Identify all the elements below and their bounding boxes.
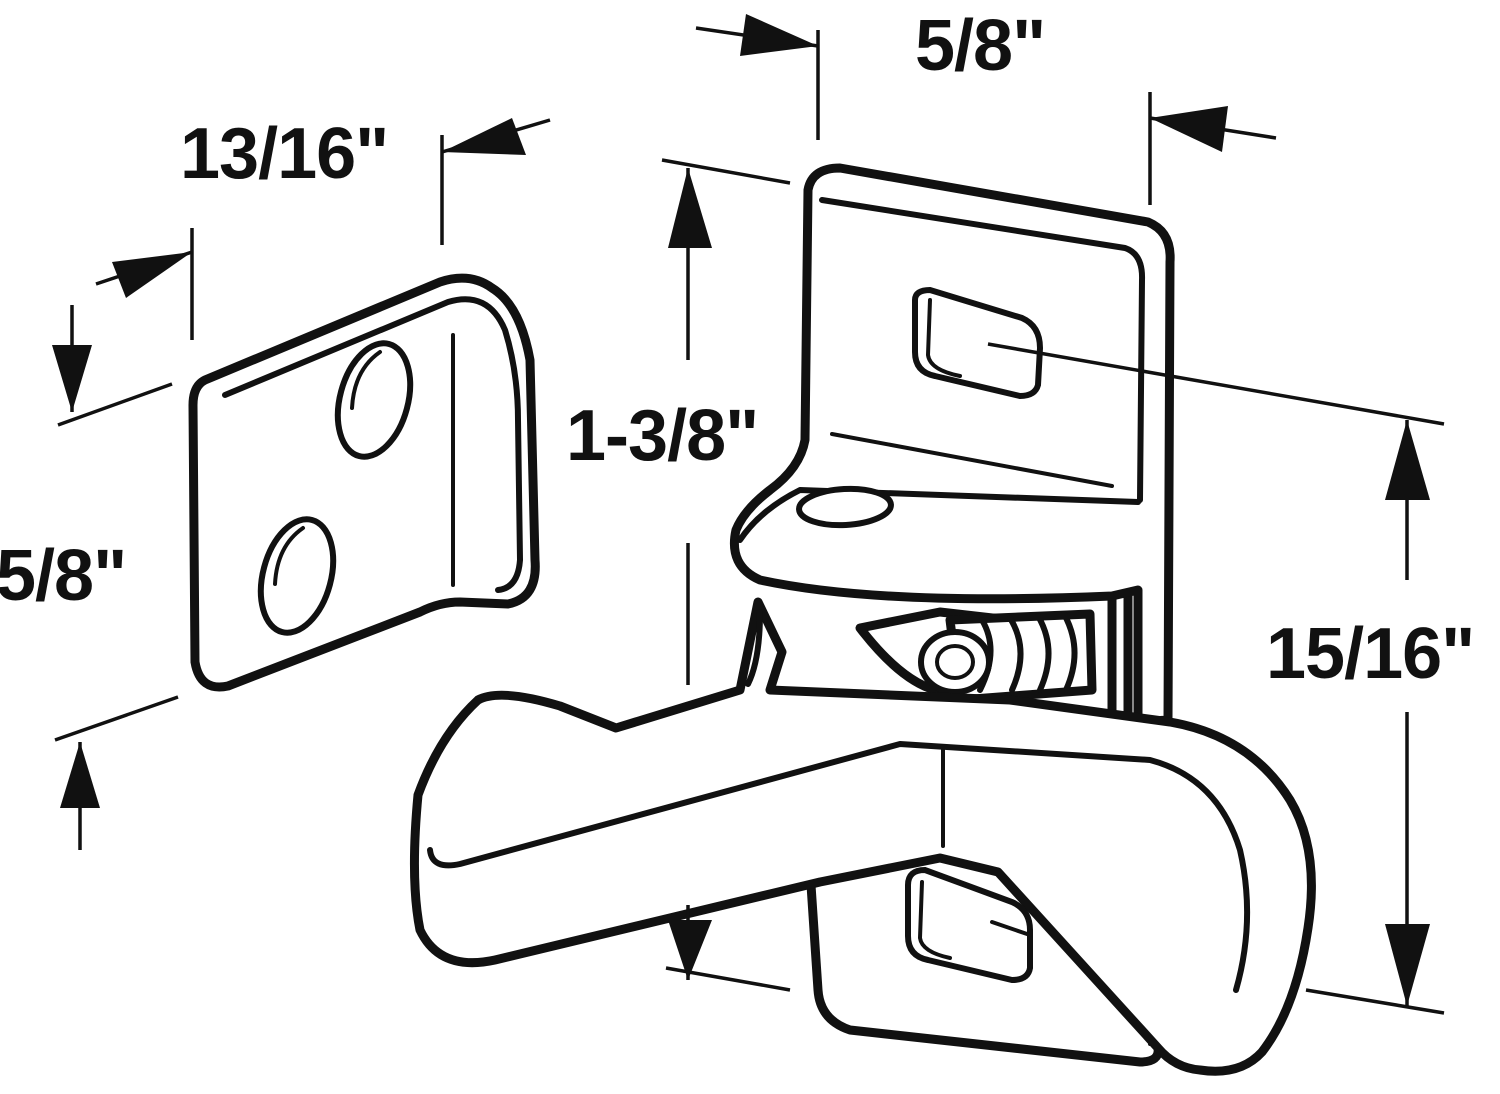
dimension-label-bracket-height: 1-3/8" [566, 396, 758, 476]
latch-arm [409, 597, 1316, 1076]
dimension-bracket-width: 5/8" [695, 6, 1277, 205]
dimension-bracket-height: 1-3/8" [566, 158, 791, 992]
bracket-foot-hole [796, 485, 894, 529]
pivot-roller [918, 629, 992, 695]
dimension-label-latch-height: 15/16" [1266, 614, 1474, 694]
dimension-plate-height: 5/8" [0, 305, 179, 850]
dimension-label-bracket-width: 5/8" [915, 6, 1045, 86]
strike-plate [188, 273, 540, 692]
dimension-latch-height: 15/16" [987, 342, 1475, 1015]
bracket-top-slot [912, 286, 1044, 400]
spring-pivot [855, 607, 1097, 705]
dimension-plate-width: 13/16" [95, 114, 551, 340]
plate-screw-hole-bottom [257, 516, 337, 636]
bracket-bottom-slot [905, 866, 1033, 984]
dimension-label-plate-width: 13/16" [180, 114, 388, 194]
plate-screw-hole-top [334, 340, 414, 460]
latch-bracket [729, 163, 1175, 727]
dimension-label-plate-height: 5/8" [0, 536, 126, 616]
